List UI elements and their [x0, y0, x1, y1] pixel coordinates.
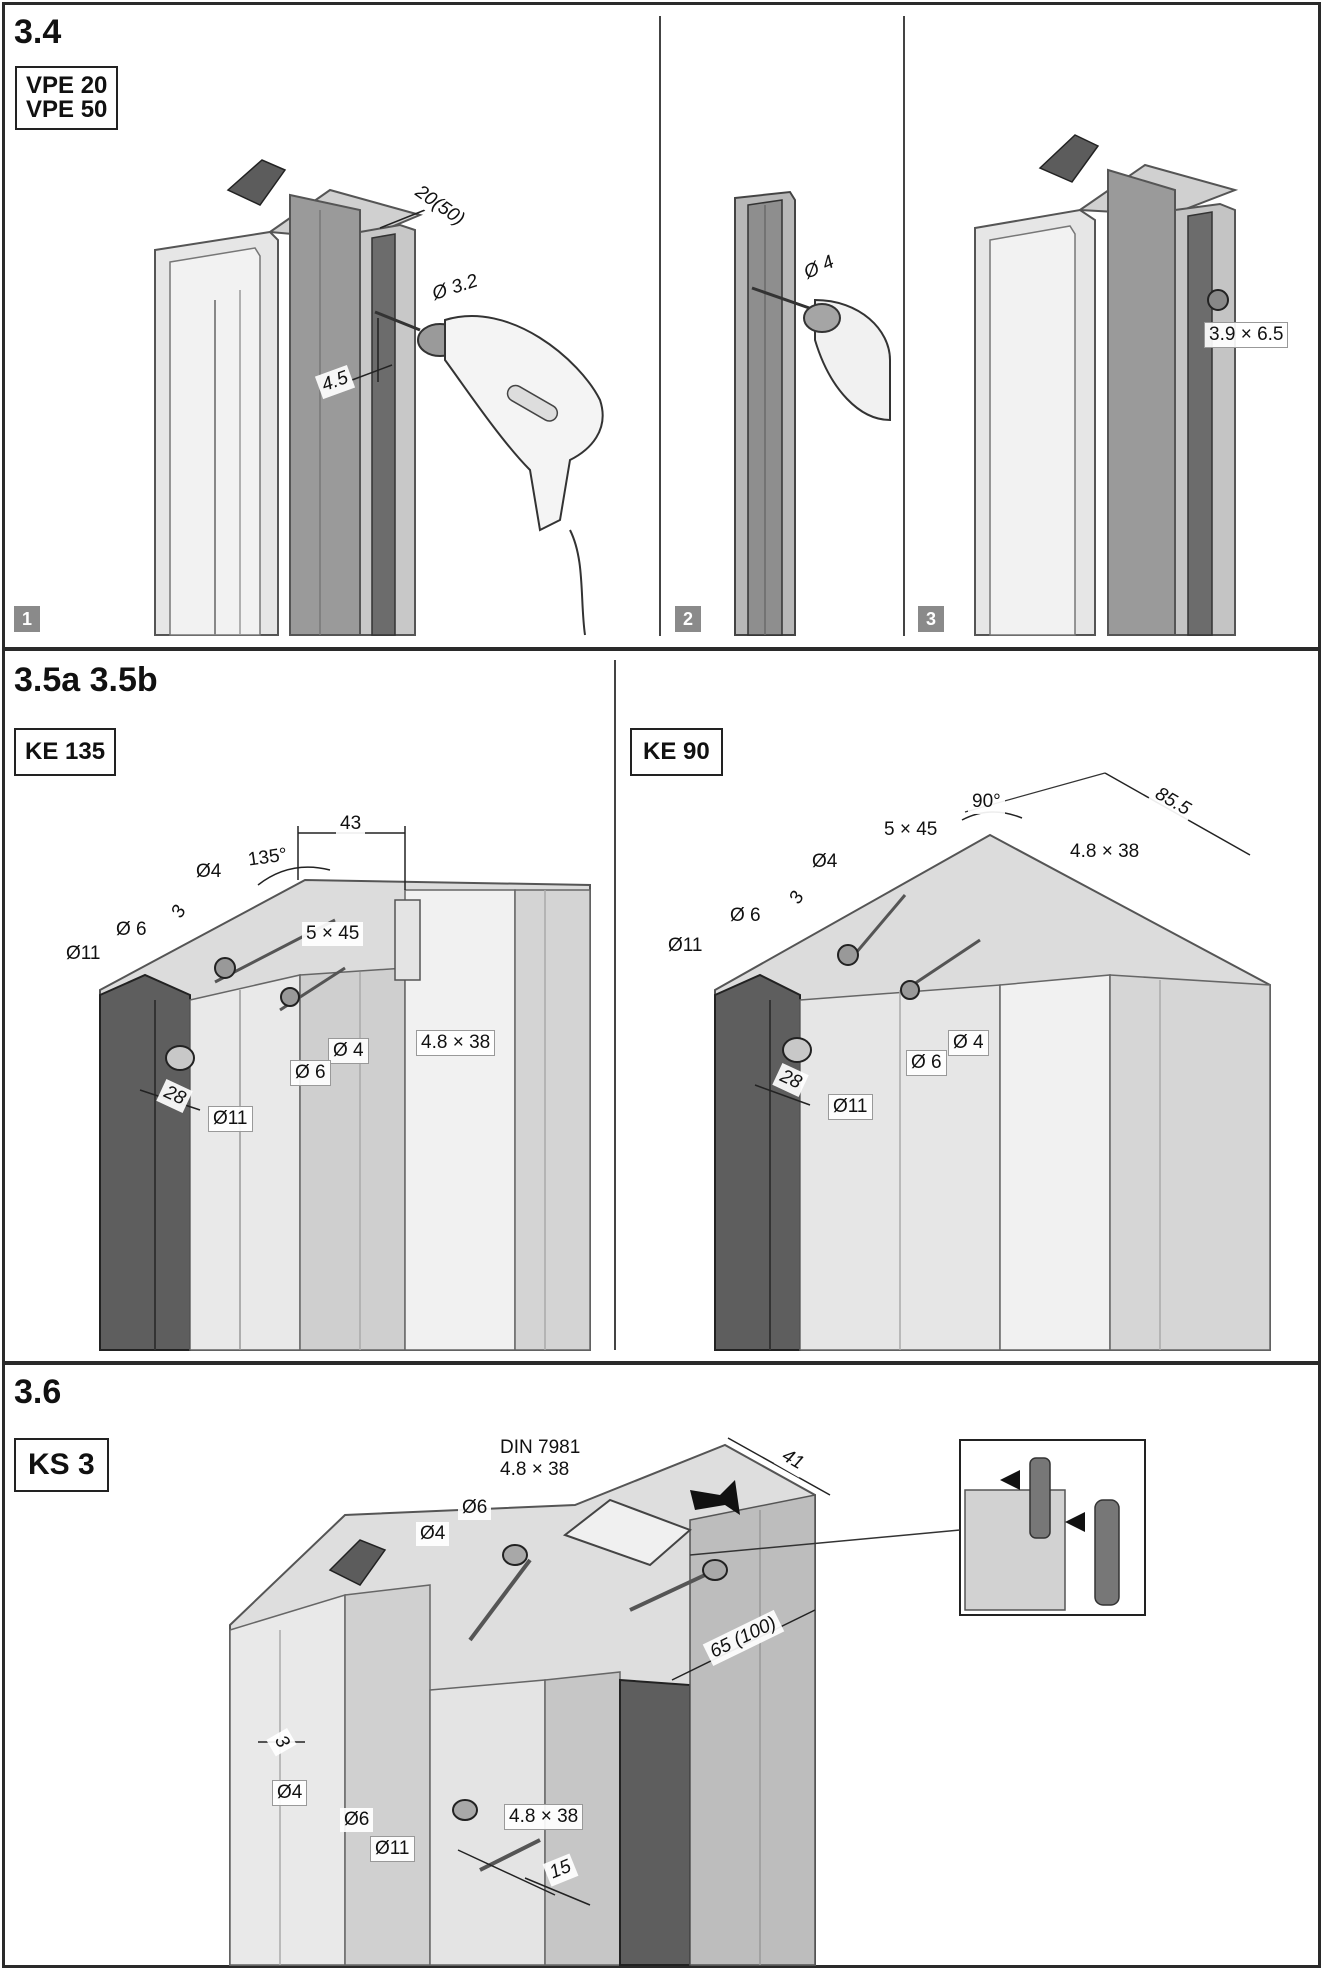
ke135-callout-screw-4-8x38: 4.8 × 38	[416, 1030, 496, 1056]
section-3-4-title: 3.4	[14, 13, 62, 51]
model-label-ks3: KS 3	[14, 1438, 109, 1492]
ks3-callout-hole-6-b: Ø6	[340, 1808, 374, 1832]
profile-ke135	[99, 878, 591, 1351]
step-badge-2: 2	[675, 606, 701, 632]
ks3-callout-din-screw: 4.8 × 38	[496, 1458, 574, 1482]
profile-ks3	[229, 1443, 816, 1966]
ke90-callout-hole-4: Ø4	[808, 850, 842, 874]
ke90-callout-hole-11-b: Ø11	[828, 1094, 873, 1120]
detail-inset-seal	[689, 1439, 1146, 1616]
ke90-callout-hole-4-b: Ø 4	[948, 1030, 989, 1056]
model-label-vpe: VPE 20 VPE 50	[15, 66, 119, 130]
model-label-ke135: KE 135	[14, 728, 117, 776]
ks3-callout-din: DIN 7981	[496, 1436, 585, 1460]
section-3-4-drawing	[154, 134, 1239, 636]
profile-vpe-panel-3	[974, 134, 1239, 636]
ke90-callout-screw-5x45: 5 × 45	[880, 818, 942, 842]
ke90-callout-hole-6-b: Ø 6	[906, 1050, 947, 1076]
section-3-5-divider	[614, 660, 616, 1350]
ks3-callout-hole-4: Ø4	[416, 1522, 450, 1546]
profile-vpe-panel-1	[154, 159, 424, 636]
model-label-vpe-line-1: VPE 20	[26, 72, 108, 99]
section-3-4-divider-1	[659, 16, 661, 636]
ke135-callout-hole-11: Ø11	[62, 942, 105, 966]
ks3-callout-hole-6: Ø6	[458, 1496, 492, 1520]
section-3-4-divider-2	[903, 16, 905, 636]
ke135-callout-hole-6: Ø 6	[112, 918, 151, 942]
section-3-6-frame	[2, 1362, 1321, 1968]
ke90-callout-angle-90: 90°	[968, 790, 1005, 814]
ke135-callout-hole-4-b: Ø 4	[328, 1038, 369, 1064]
ke90-callout-screw-4-8x38: 4.8 × 38	[1066, 840, 1144, 864]
callout-screw-3-9: 3.9 × 6.5	[1204, 322, 1289, 348]
ks3-callout-screw-4-8x38: 4.8 × 38	[504, 1804, 584, 1830]
section-3-6-title: 3.6	[14, 1373, 62, 1411]
ks3-callout-hole-4-b: Ø4	[272, 1780, 308, 1806]
model-label-ke90: KE 90	[630, 728, 723, 776]
ks3-callout-hole-11: Ø11	[370, 1836, 415, 1862]
drill-panel-1	[374, 310, 604, 636]
ke135-callout-hole-6-b: Ø 6	[290, 1060, 331, 1086]
ke90-callout-hole-6: Ø 6	[726, 904, 765, 928]
model-label-vpe-line-2: VPE 50	[26, 96, 108, 123]
step-badge-3: 3	[918, 606, 944, 632]
insert-arrow-main	[690, 1480, 740, 1515]
ke135-callout-screw-5x45: 5 × 45	[302, 922, 364, 946]
ke90-callout-hole-11: Ø11	[664, 934, 707, 958]
ke135-callout-width-43: 43	[336, 812, 366, 836]
section-3-5-title: 3.5a 3.5b	[14, 661, 158, 699]
ke135-callout-hole-11-b: Ø11	[208, 1106, 253, 1132]
profile-vpe-panel-2	[734, 190, 891, 636]
step-badge-1: 1	[14, 606, 40, 632]
ke135-callout-hole-4: Ø4	[192, 860, 226, 884]
dimension-lines-panel-1	[351, 209, 426, 382]
